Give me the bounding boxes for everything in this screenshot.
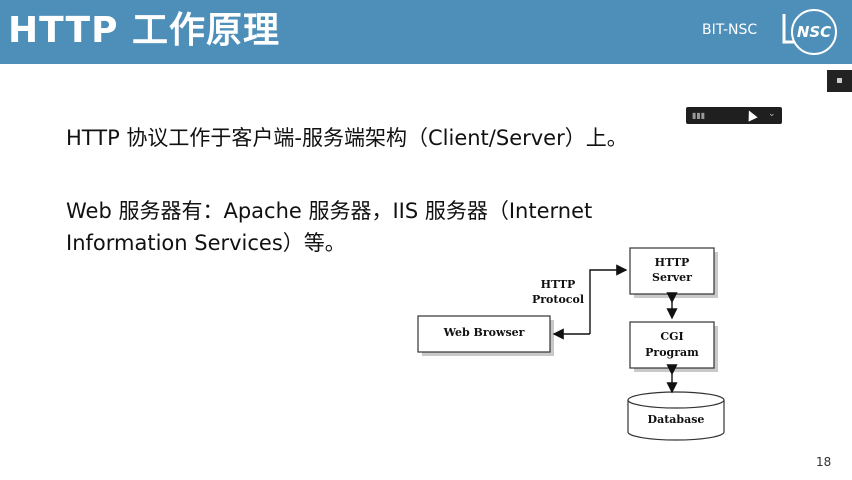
server-label-1: HTTP [654,256,690,269]
server-label-2: Server [652,271,692,284]
slide-title: HTTP 工作原理 [8,10,280,51]
browser-label: Web Browser [443,326,525,339]
toolbar-dropdown-icon[interactable]: ⌄ [768,109,776,119]
protocol-connector [589,264,628,334]
database-cylinder-top [627,391,725,409]
protocol-label-1: HTTP [540,278,576,291]
body-line-2: Web 服务器有：Apache 服务器，IIS 服务器（Internet [66,199,593,223]
toolbar-status-icon: ▮▮▮ [692,111,706,120]
side-widget-dot-icon [837,78,842,83]
cgi-label-1: CGI [660,330,684,343]
page-number: 18 [816,455,832,469]
protocol-label-2: Protocol [531,293,585,306]
side-widget[interactable] [827,70,852,92]
logo-text: NSC [797,23,831,41]
body-line-3: Information Services）等。 [66,231,346,255]
cgi-box [629,321,715,369]
database-label: Database [647,413,705,426]
mouse-cursor-icon [744,108,758,122]
server-box [629,247,715,295]
body-line-1: HTTP 协议工作于客户端-服务端架构（Client/Server）上。 [66,126,628,150]
nsc-logo: NSC [780,6,844,58]
org-label: BIT-NSC [702,22,758,38]
floating-toolbar[interactable]: ▮▮▮ ⌄ [686,107,782,124]
http-architecture-diagram: Web Browser HTTP Protocol HTTP Server CG… [410,240,740,450]
slide-header: HTTP 工作原理 BIT-NSC NSC [0,0,852,64]
cgi-label-2: Program [645,346,699,359]
browser-box [417,315,551,353]
database-cylinder [627,400,725,441]
